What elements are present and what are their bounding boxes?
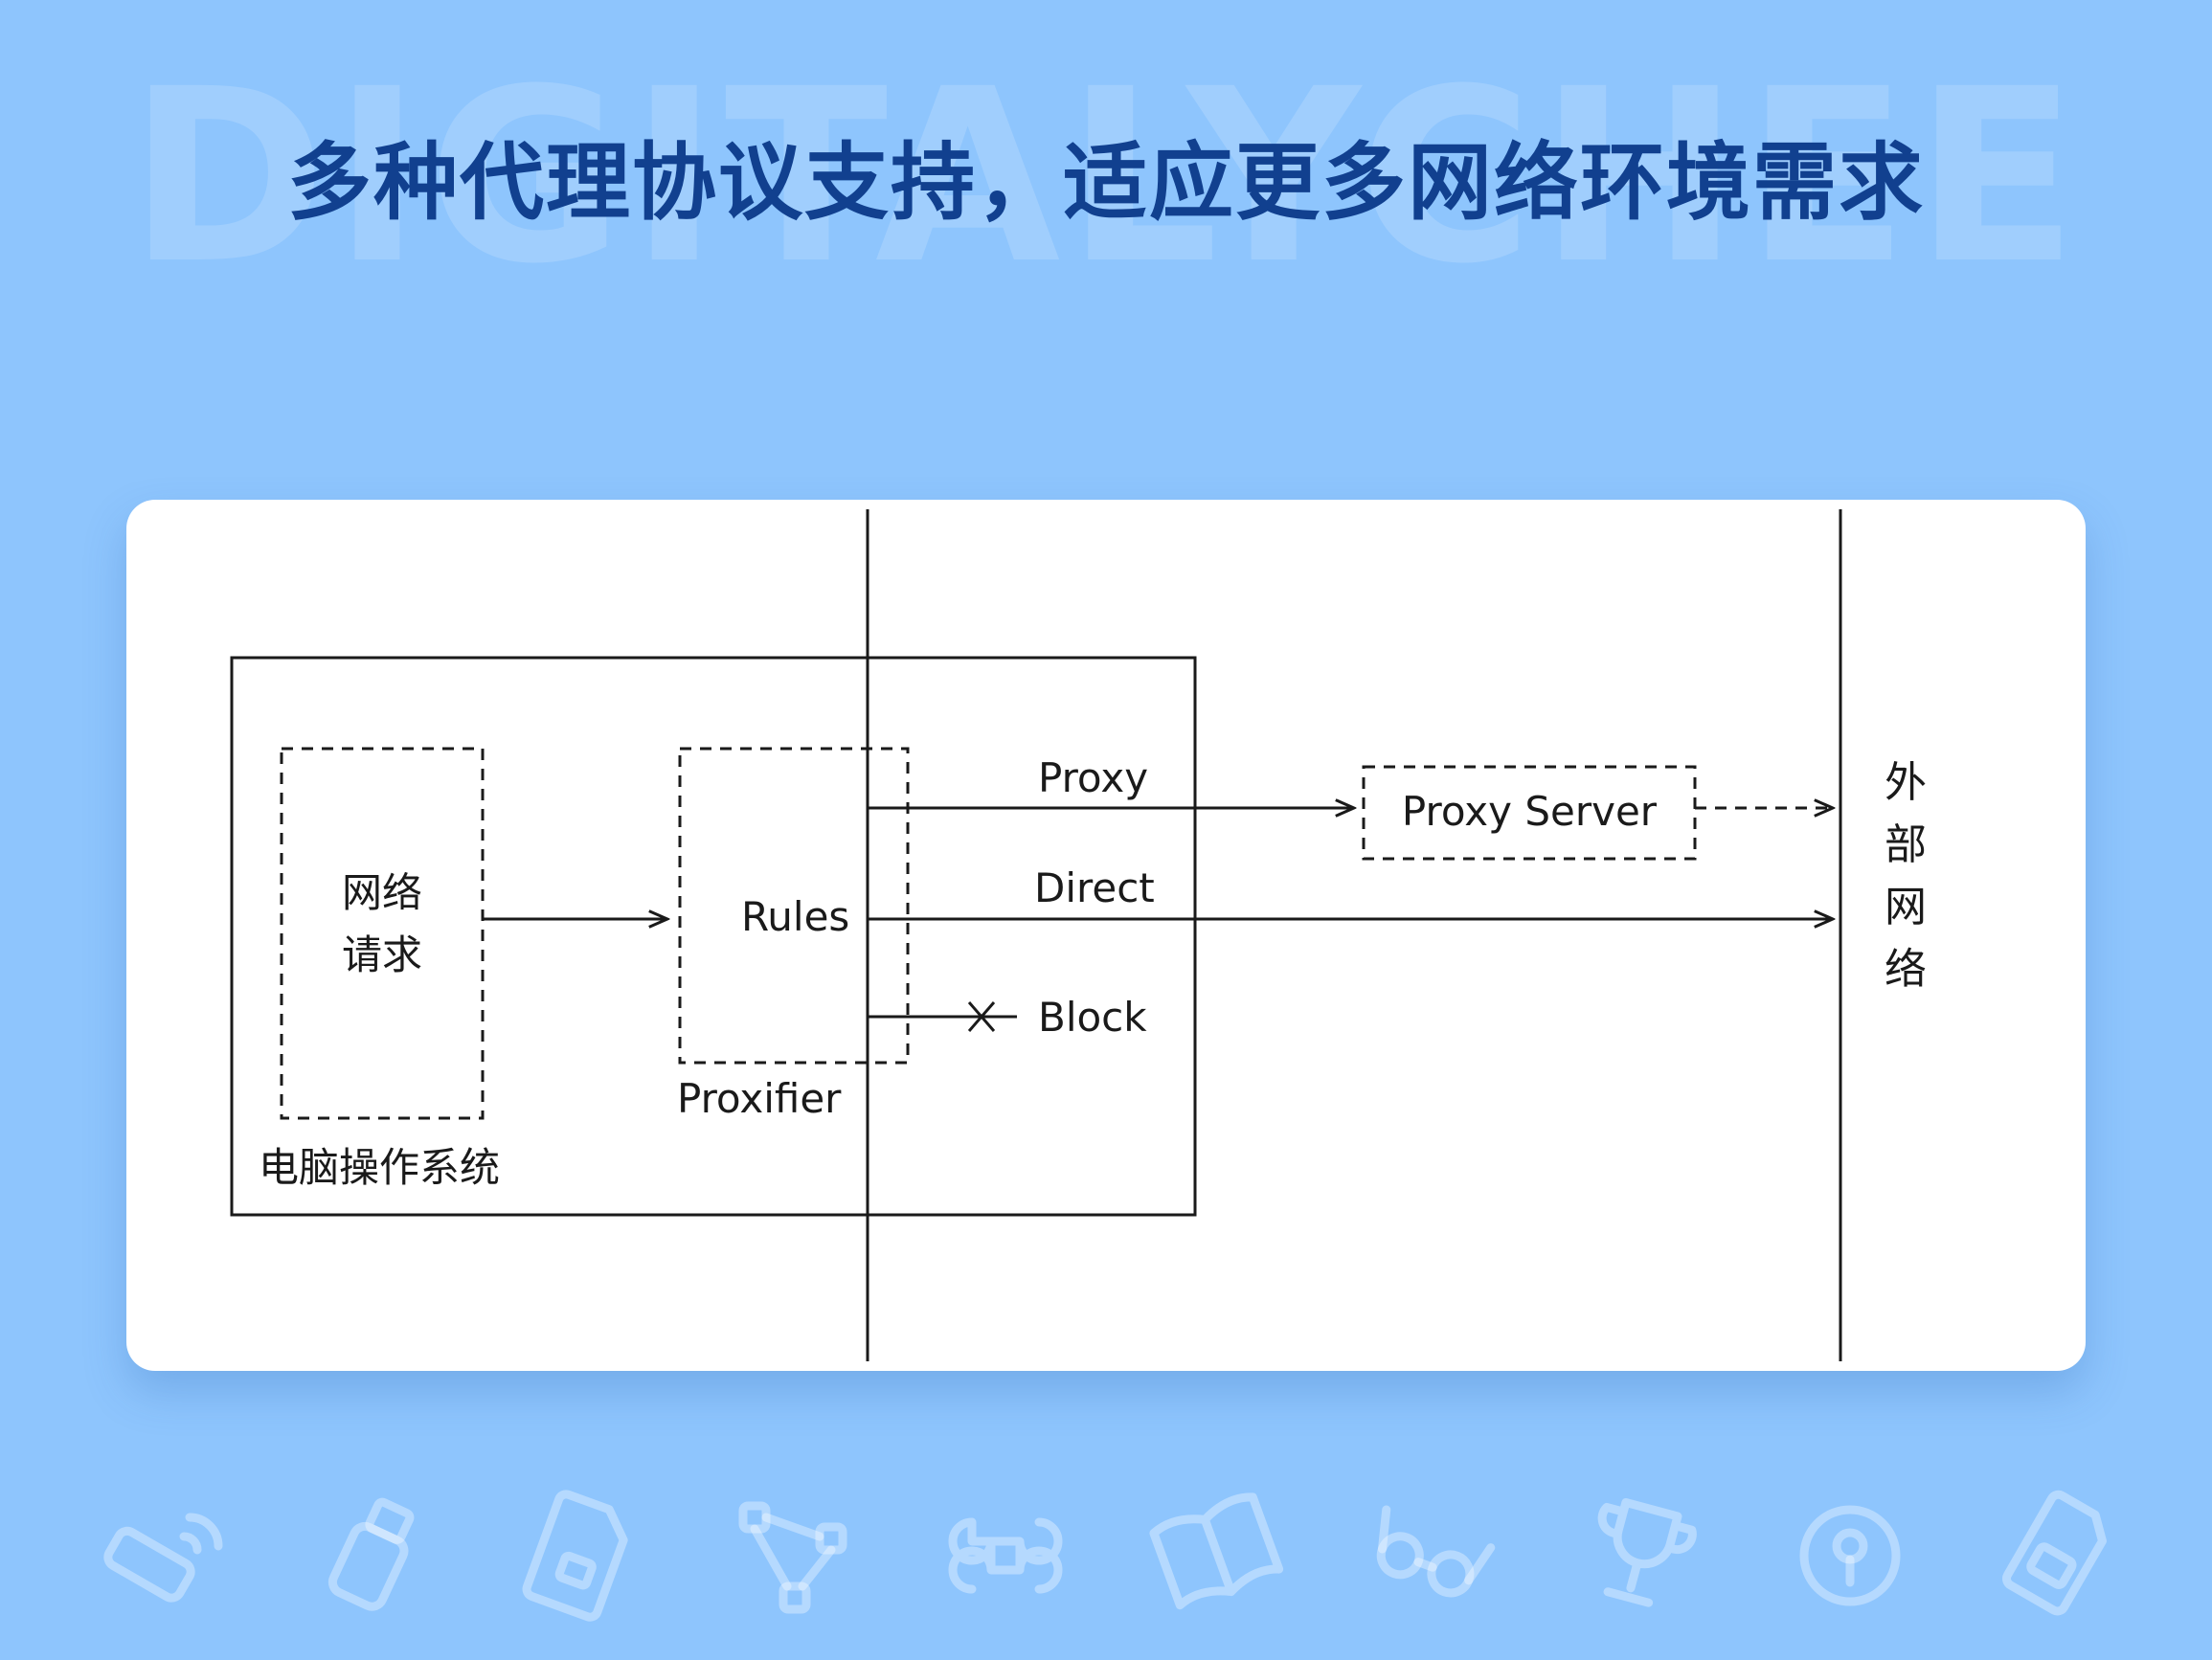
os-box: [230, 656, 1197, 1217]
router-icon: [103, 1513, 223, 1603]
vector-nodes-icon: [738, 1501, 847, 1614]
proxy-flow-diagram: 电脑操作系统 网络 请求 Rules Proxifier Proxy Proxy…: [230, 509, 1927, 1361]
document-lock-icon: [522, 1490, 628, 1622]
proxy-server-label: Proxy Server: [1402, 788, 1658, 835]
rules-box: [678, 747, 910, 1065]
key-lock-icon: [1799, 1505, 1901, 1606]
rules-label: Rules: [741, 893, 849, 940]
network-request-line1: 网络: [342, 869, 422, 916]
block-x-icon: [967, 1001, 996, 1032]
decorative-icon-row: [103, 1490, 2107, 1622]
command-key-icon: [948, 1517, 1063, 1594]
proxifier-label: Proxifier: [677, 1075, 842, 1122]
external-network-char-1: 外: [1885, 758, 1927, 807]
tag-icon: [2002, 1490, 2107, 1616]
external-network-char-3: 网: [1885, 883, 1927, 931]
direct-route-label: Direct: [1034, 864, 1155, 911]
usb-drive-icon: [327, 1497, 415, 1611]
glasses-icon: [1376, 1505, 1496, 1598]
diagram-card: 电脑操作系统 网络 请求 Rules Proxifier Proxy Proxy…: [126, 500, 2086, 1371]
os-box-label: 电脑操作系统: [259, 1144, 500, 1191]
external-network-char-4: 络: [1885, 945, 1927, 994]
book-icon: [1149, 1492, 1284, 1610]
proxy-server-box: [1362, 765, 1697, 861]
brand-watermark: DIGITALYCHEE: [127, 37, 2085, 316]
network-request-box: [280, 747, 485, 1120]
page-title: 多种代理协议支持，适应更多网络环境需求: [286, 133, 1925, 232]
external-network-char-2: 部: [1885, 820, 1927, 869]
proxy-route-label: Proxy: [1038, 754, 1148, 801]
network-request-line2: 请求: [342, 931, 422, 978]
block-route-label: Block: [1038, 994, 1147, 1041]
trophy-icon: [1597, 1497, 1697, 1607]
